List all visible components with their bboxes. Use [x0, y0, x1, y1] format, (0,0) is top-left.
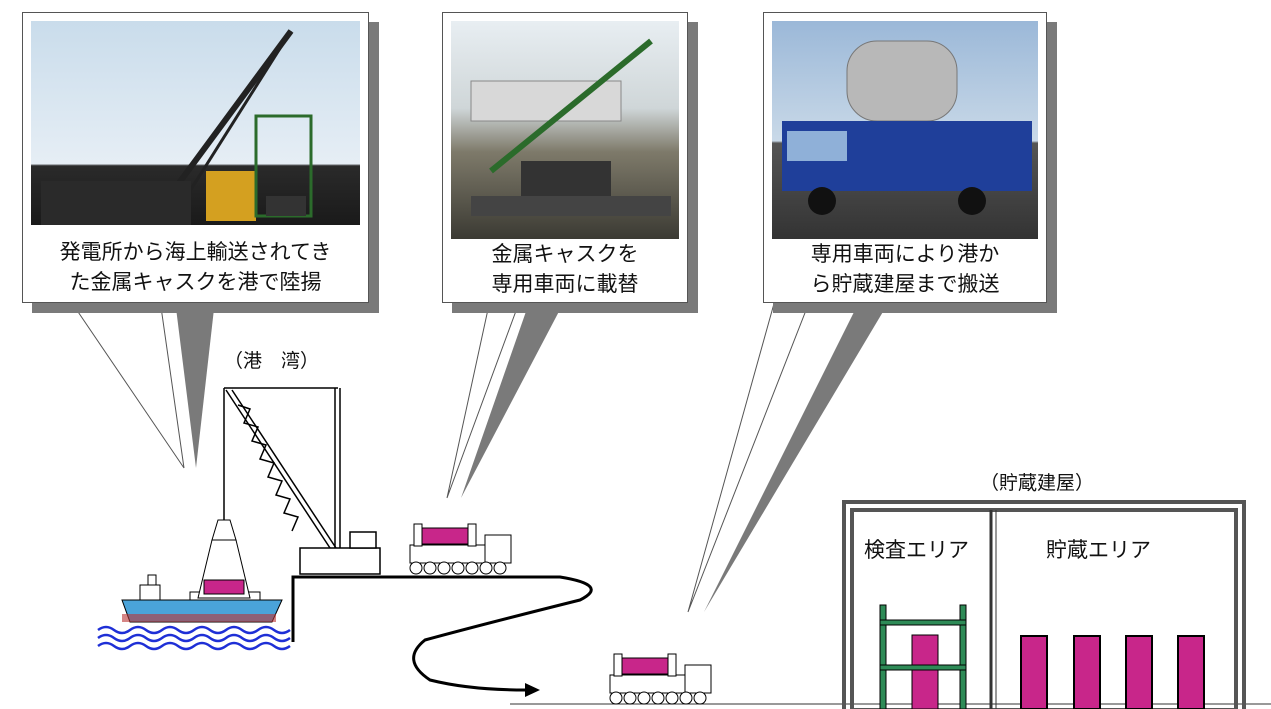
storage-area-label: 貯蔵エリア	[1046, 538, 1151, 562]
caption-transfer: 金属キャスクを 専用車両に載替	[491, 242, 639, 296]
caption-unloading: 発電所から海上輸送されてき た金属キャスクを港で陸揚	[59, 240, 332, 294]
inspection-area-label: 検査エリア	[864, 538, 969, 562]
callout-transfer: 金属キャスクを 専用車両に載替	[442, 12, 688, 303]
stored-casks	[1020, 635, 1205, 709]
callout-pointer-unloading	[69, 299, 185, 469]
storage-building	[842, 500, 1246, 709]
storage-building-label: （貯蔵建屋）	[980, 472, 1095, 494]
callout-unloading: 発電所から海上輸送されてき た金属キャスクを港で陸揚	[22, 12, 369, 303]
pointer-shadow	[704, 300, 890, 612]
photo-cask-transfer	[451, 21, 679, 239]
pointer-shadow	[175, 300, 215, 468]
photo-crane-unloading	[31, 21, 360, 225]
port-crane	[223, 387, 381, 575]
route-arrow-head	[525, 683, 540, 697]
transport-vehicle-route	[609, 653, 712, 705]
inspection-rack	[879, 604, 967, 709]
lifting-frame	[197, 519, 251, 599]
quay-and-route-line	[291, 575, 593, 692]
port-label: （港 湾）	[224, 350, 320, 372]
pointer-shadow	[461, 300, 565, 498]
water-waves	[97, 625, 291, 651]
photo-vehicle-haul	[772, 21, 1038, 239]
callout-haul: 専用車両により港か ら貯蔵建屋まで搬送	[763, 12, 1047, 303]
caption-haul: 専用車両により港か ら貯蔵建屋まで搬送	[810, 242, 1000, 296]
transport-vehicle-port	[409, 523, 512, 575]
